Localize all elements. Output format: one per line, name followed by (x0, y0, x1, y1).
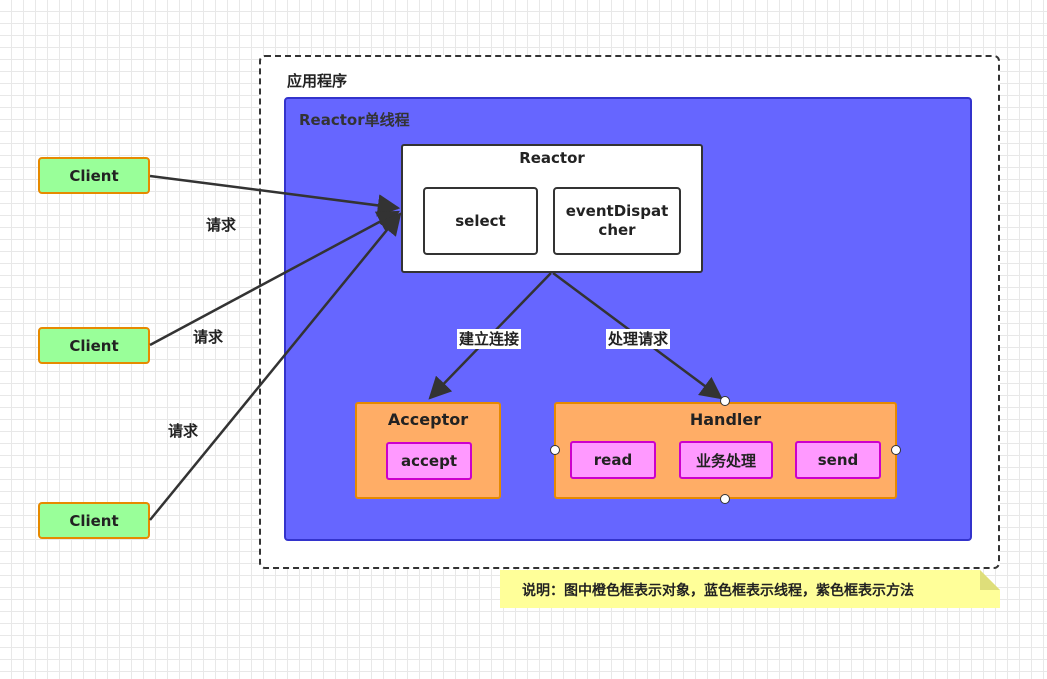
read-method-box: read (570, 441, 656, 479)
select-box: select (423, 187, 538, 255)
request-label: 请求 (206, 216, 237, 234)
request-label: 请求 (193, 328, 224, 346)
note-fold (980, 570, 1000, 590)
handler-title: Handler (689, 410, 762, 429)
business-method-box: 业务处理 (679, 441, 773, 479)
request-arrow (149, 212, 402, 521)
request-arrow (149, 210, 400, 347)
business-method-label: 业务处理 (695, 451, 756, 470)
handle-edge-label: 处理请求 (606, 329, 671, 349)
client-box: Client (38, 327, 150, 364)
send-method-box: send (795, 441, 881, 479)
select-label: select (455, 211, 506, 230)
read-method-label: read (593, 451, 633, 469)
event-dispatcher-box: eventDispatcher (553, 187, 681, 255)
legend-note-text: 说明：图中橙色框表示对象，蓝色框表示线程，紫色框表示方法 (522, 583, 914, 599)
note-shape (500, 570, 1000, 608)
handler-connection-point (550, 445, 560, 455)
handler-connection-point (891, 445, 901, 455)
client-box: Client (38, 502, 150, 539)
client-box: Client (38, 157, 150, 194)
request-label: 请求 (168, 422, 199, 440)
acceptor-title: Acceptor (387, 410, 469, 429)
send-method-label: send (817, 451, 859, 469)
event-dispatcher-label: eventDispatcher (565, 202, 669, 239)
accept-method-box: accept (386, 442, 472, 480)
reactor-title: Reactor (519, 149, 585, 167)
handler-connection-point (720, 396, 730, 406)
client-label: Client (69, 511, 119, 530)
handler-connection-point (720, 494, 730, 504)
client-label: Client (69, 336, 119, 355)
connect-edge-label: 建立连接 (457, 329, 522, 349)
application-label: 应用程序 (287, 72, 348, 90)
reactor-thread-label: Reactor单线程 (299, 111, 410, 129)
client-label: Client (69, 166, 119, 185)
accept-method-label: accept (401, 452, 457, 470)
request-arrow (149, 174, 401, 217)
